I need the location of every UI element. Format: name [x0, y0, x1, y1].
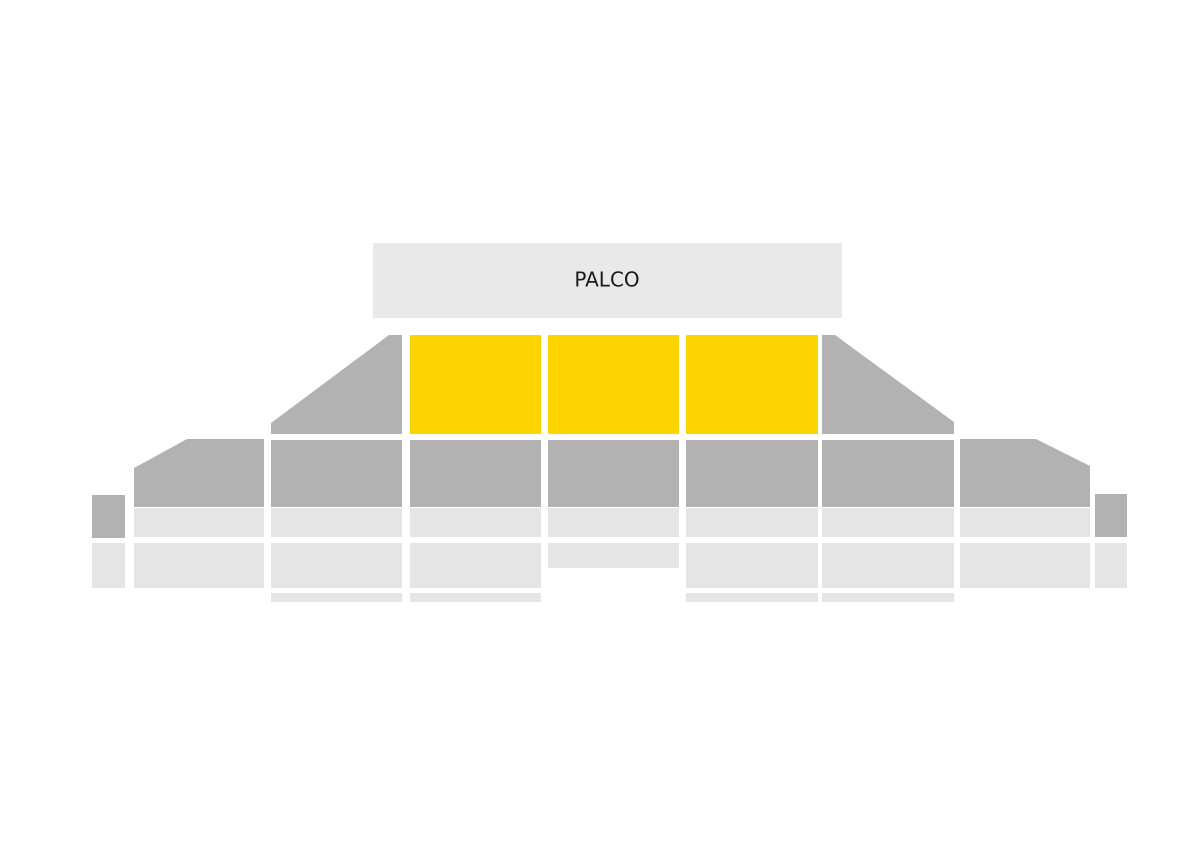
section-back-strip-2[interactable] [410, 593, 541, 602]
section-edge-right-upper[interactable] [1095, 494, 1127, 537]
section-front-center-right[interactable] [686, 335, 818, 434]
section-front-wing-left[interactable] [271, 335, 402, 434]
section-front-center-left[interactable] [410, 335, 541, 434]
section-front-wing-right[interactable] [822, 335, 954, 434]
section-strip-1[interactable] [134, 508, 264, 537]
section-strip-5[interactable] [686, 508, 818, 537]
section-middle-3[interactable] [548, 440, 679, 507]
stage-area [373, 243, 842, 318]
section-middle-far-left[interactable] [134, 439, 264, 507]
section-middle-4[interactable] [686, 440, 818, 507]
section-middle-2[interactable] [410, 440, 541, 507]
section-rear-7[interactable] [960, 543, 1090, 588]
section-edge-left-upper[interactable] [92, 495, 125, 538]
section-rear-6[interactable] [822, 543, 954, 588]
front-wings [271, 335, 954, 434]
edge-sections [92, 494, 1127, 588]
stage: PALCO [373, 243, 842, 318]
section-rear-5[interactable] [686, 543, 818, 588]
stage-label: PALCO [574, 268, 639, 292]
front-sections [410, 335, 818, 434]
section-strip-2[interactable] [271, 508, 402, 537]
section-middle-5[interactable] [822, 440, 954, 507]
section-rear-2[interactable] [271, 543, 402, 588]
section-middle-1[interactable] [271, 440, 402, 507]
section-edge-right-lower[interactable] [1095, 543, 1127, 588]
section-back-strip-4[interactable] [822, 593, 954, 602]
section-strip-6[interactable] [822, 508, 954, 537]
section-rear-3[interactable] [410, 543, 541, 588]
section-strip-4[interactable] [548, 508, 679, 537]
back-strips [271, 593, 954, 602]
section-edge-left-lower[interactable] [92, 543, 125, 588]
section-rear-1[interactable] [134, 543, 264, 588]
section-middle-far-right[interactable] [960, 439, 1090, 507]
section-strip-3[interactable] [410, 508, 541, 537]
section-back-strip-3[interactable] [686, 593, 818, 602]
rear-row [134, 543, 1090, 588]
section-strip-7[interactable] [960, 508, 1090, 537]
section-front-center[interactable] [548, 335, 679, 434]
section-rear-4[interactable] [548, 543, 679, 568]
section-back-strip-1[interactable] [271, 593, 402, 602]
light-strip-row [134, 508, 1090, 537]
middle-row [134, 439, 1090, 507]
